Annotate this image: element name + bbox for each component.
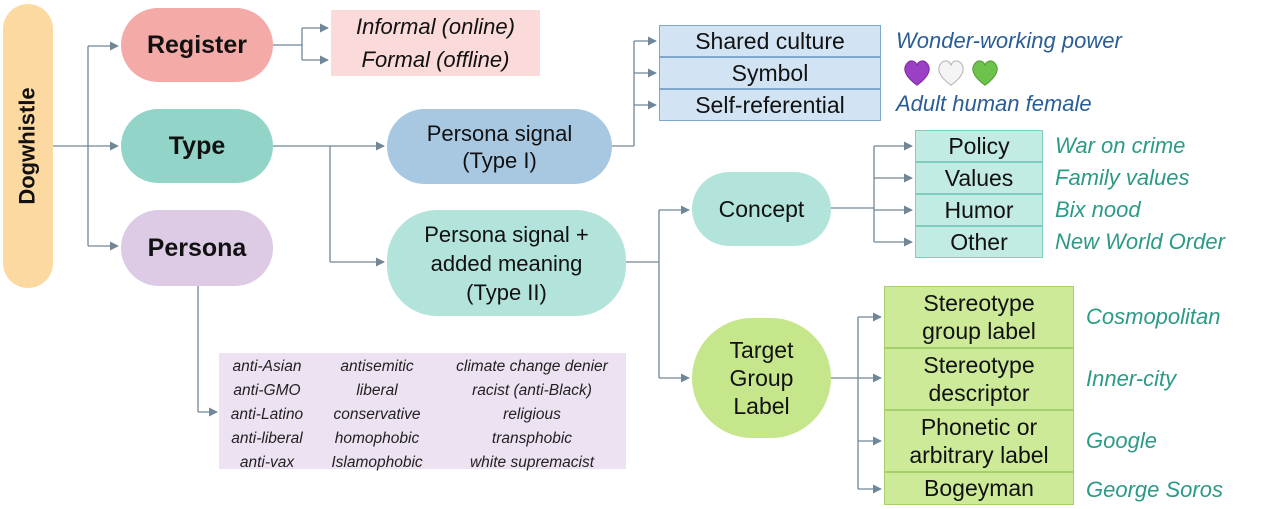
example-symbol-hearts — [902, 58, 1004, 88]
persona-item: anti-Latino — [230, 406, 304, 423]
example-stereotype-group-label: Cosmopolitan — [1086, 304, 1221, 329]
example-humor: Bix nood — [1055, 197, 1141, 222]
persona-column-2: antisemitic liberal conservative homopho… — [317, 355, 437, 475]
example-self-referential: Adult human female — [896, 91, 1092, 116]
persona-node: Persona — [121, 210, 273, 286]
purple-heart-icon — [904, 60, 930, 86]
register-label: Register — [146, 30, 248, 59]
persona-item: anti-GMO — [233, 382, 301, 399]
persona-column-3: climate change denier racist (anti-Black… — [441, 355, 623, 475]
example-values: Family values — [1055, 165, 1190, 190]
concept-subtype-other: Other — [915, 226, 1043, 258]
register-option-formal: Formal (offline) — [361, 46, 510, 72]
persona-item: transphobic — [491, 430, 573, 447]
persona-item: conservative — [333, 406, 421, 423]
green-heart-icon — [972, 60, 998, 86]
persona-item: Islamophobic — [331, 454, 423, 471]
target-subtype-stereotype-group-label: Stereotype group label — [884, 286, 1074, 348]
target-subtype-phonetic-arbitrary: Phonetic or arbitrary label — [884, 410, 1074, 472]
target-subtype-stereotype-descriptor: Stereotype descriptor — [884, 348, 1074, 410]
persona-item: antisemitic — [340, 358, 414, 375]
type-label: Type — [168, 131, 226, 160]
concept-node: Concept — [692, 172, 831, 246]
example-bogeyman: George Soros — [1086, 477, 1223, 502]
example-policy: War on crime — [1055, 133, 1186, 158]
persona-label: Persona — [147, 233, 247, 262]
concept-subtype-policy: Policy — [915, 130, 1043, 162]
persona-item: homophobic — [334, 430, 420, 447]
persona-item: religious — [503, 406, 561, 423]
type1-subtype-self-referential: Self-referential — [659, 89, 881, 121]
register-option-informal: Informal (online) — [356, 13, 515, 39]
example-shared-culture: Wonder-working power — [896, 28, 1122, 53]
type2-node: Persona signal + added meaning (Type II) — [387, 210, 626, 316]
type1-subtype-shared-culture: Shared culture — [659, 25, 881, 57]
example-phonetic-arbitrary: Google — [1086, 428, 1157, 453]
root-node: Dogwhistle — [3, 4, 53, 288]
register-options-box: Informal (online) Formal (offline) — [331, 10, 540, 76]
persona-item: anti-vax — [239, 454, 295, 471]
example-other: New World Order — [1055, 229, 1225, 254]
type-node: Type — [121, 109, 273, 183]
target-subtype-bogeyman: Bogeyman — [884, 472, 1074, 505]
example-stereotype-descriptor: Inner-city — [1086, 366, 1177, 391]
persona-column-1: anti-Asian anti-GMO anti-Latino anti-lib… — [219, 355, 315, 475]
type1-node: Persona signal (Type I) — [387, 109, 612, 184]
target-group-label-node: Target Group Label — [692, 318, 831, 438]
persona-item: anti-Asian — [232, 358, 302, 375]
concept-subtype-values: Values — [915, 162, 1043, 194]
white-heart-icon — [938, 60, 964, 86]
persona-item: racist (anti-Black) — [472, 382, 592, 399]
persona-item: white supremacist — [469, 454, 595, 471]
persona-item: anti-liberal — [231, 430, 303, 447]
register-node: Register — [121, 8, 273, 82]
concept-subtype-humor: Humor — [915, 194, 1043, 226]
persona-list-box: anti-Asian anti-GMO anti-Latino anti-lib… — [219, 353, 626, 471]
root-label: Dogwhistle — [15, 87, 40, 205]
persona-item: climate change denier — [456, 358, 608, 375]
type1-subtype-symbol: Symbol — [659, 57, 881, 89]
persona-item: liberal — [356, 382, 398, 399]
